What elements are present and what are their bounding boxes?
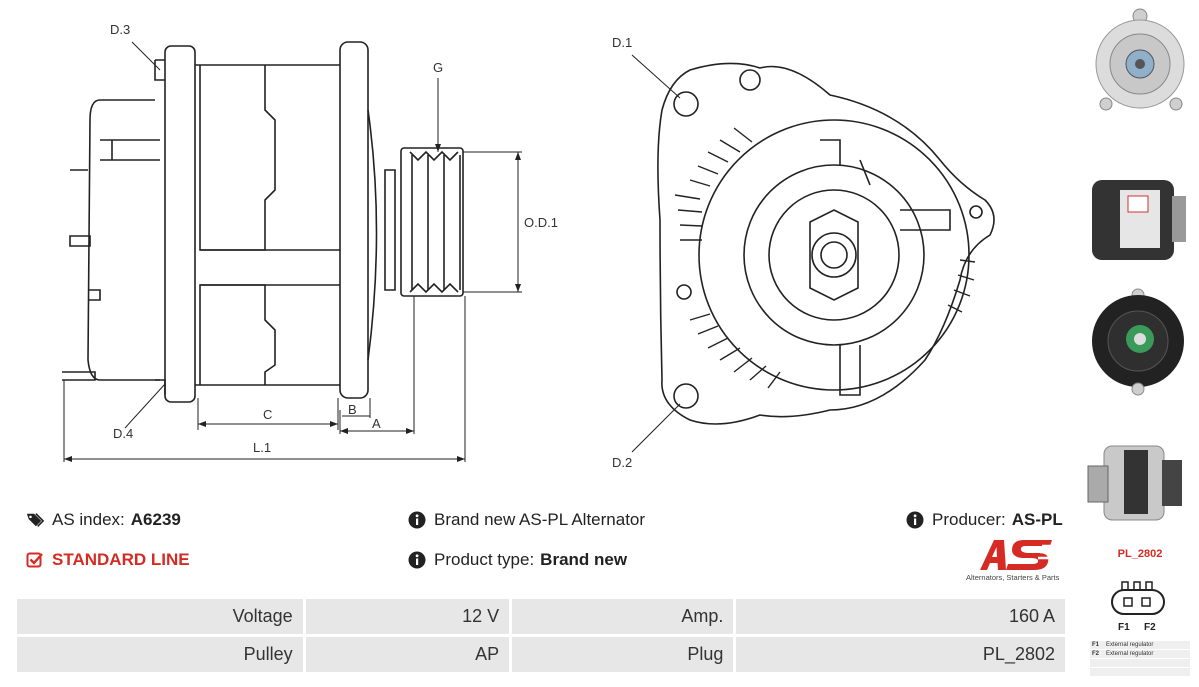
dim-od1-label: O.D.1 [524, 215, 558, 230]
tags-icon [26, 513, 44, 527]
as-index-label: AS index: [52, 510, 125, 529]
as-logo-mark [980, 540, 1056, 570]
legend-pin: F1 [1092, 642, 1100, 648]
table-row: Pulley AP Plug PL_2802 [17, 637, 1065, 672]
as-index-value: A6239 [130, 510, 181, 529]
check-square-icon [26, 552, 43, 568]
as-index-row: AS index: A6239 [26, 510, 181, 530]
producer-value: AS-PL [1011, 510, 1063, 529]
brand-logo: Alternators, Starters & Parts [960, 536, 1070, 586]
spec-value: 12 V [305, 599, 510, 634]
legend-desc: External regulator [1106, 642, 1154, 648]
plug-pin-f2: F2 [1144, 622, 1156, 633]
thumbnail-side-view[interactable] [1084, 166, 1192, 278]
dim-d3-label: D.3 [110, 22, 130, 37]
legend-desc: External regulator [1106, 651, 1154, 657]
description-text: Brand new AS-PL Alternator [434, 510, 646, 529]
dim-c-label: C [263, 407, 272, 422]
info-icon [408, 511, 426, 529]
standard-line-label: STANDARD LINE [52, 550, 190, 569]
spec-value: 160 A [736, 599, 1065, 634]
thumbnail-angled-view[interactable] [1084, 430, 1192, 542]
plug-diagram: PL_2802 F1 F2 F1 External regulator F2 E… [1090, 548, 1190, 677]
list-item: F1 External regulator [1090, 641, 1190, 649]
info-icon [408, 551, 426, 569]
product-type-label: Product type: [434, 550, 535, 569]
table-row: Voltage 12 V Amp. 160 A [17, 599, 1065, 634]
thumbnail-rear-view[interactable] [1084, 285, 1192, 397]
dim-d1-label: D.1 [612, 35, 632, 50]
specs-table: Voltage 12 V Amp. 160 A Pulley AP Plug P… [14, 596, 1068, 675]
spec-label: Pulley [17, 637, 303, 672]
producer-row: Producer: AS-PL [906, 510, 1063, 530]
spec-label: Voltage [17, 599, 303, 634]
product-type-value: Brand new [540, 550, 628, 569]
spec-label: Plug [512, 637, 734, 672]
thumbnail-front-view[interactable] [1084, 4, 1192, 116]
product-type-row: Product type: Brand new [408, 550, 627, 570]
list-item: F2 External regulator [1090, 650, 1190, 658]
plug-legend: F1 External regulator F2 External regula… [1090, 641, 1190, 676]
spec-value: AP [305, 637, 510, 672]
spec-value: PL_2802 [736, 637, 1065, 672]
dim-l1-label: L.1 [253, 440, 271, 455]
dim-d2-label: D.2 [612, 455, 632, 470]
logo-tagline: Alternators, Starters & Parts [966, 573, 1060, 582]
dim-g-label: G [433, 60, 443, 75]
plug-connector-icon: F1 F2 [1111, 581, 1165, 633]
plug-code: PL_2802 [1117, 548, 1163, 560]
dim-a-label: A [372, 416, 381, 431]
dim-d4-label: D.4 [113, 426, 133, 441]
producer-label: Producer: [932, 510, 1006, 529]
spec-label: Amp. [512, 599, 734, 634]
info-icon [906, 511, 924, 529]
list-item [1090, 659, 1190, 667]
dim-b-label: B [348, 402, 357, 417]
description-row: Brand new AS-PL Alternator [408, 510, 645, 530]
plug-pin-f1: F1 [1118, 622, 1130, 633]
technical-drawings: D.3 D.4 G O.D.1 C B A L.1 D.1 D.2 [62, 22, 995, 470]
legend-pin: F2 [1092, 651, 1100, 657]
list-item [1090, 668, 1190, 676]
line-row: STANDARD LINE [26, 550, 190, 570]
